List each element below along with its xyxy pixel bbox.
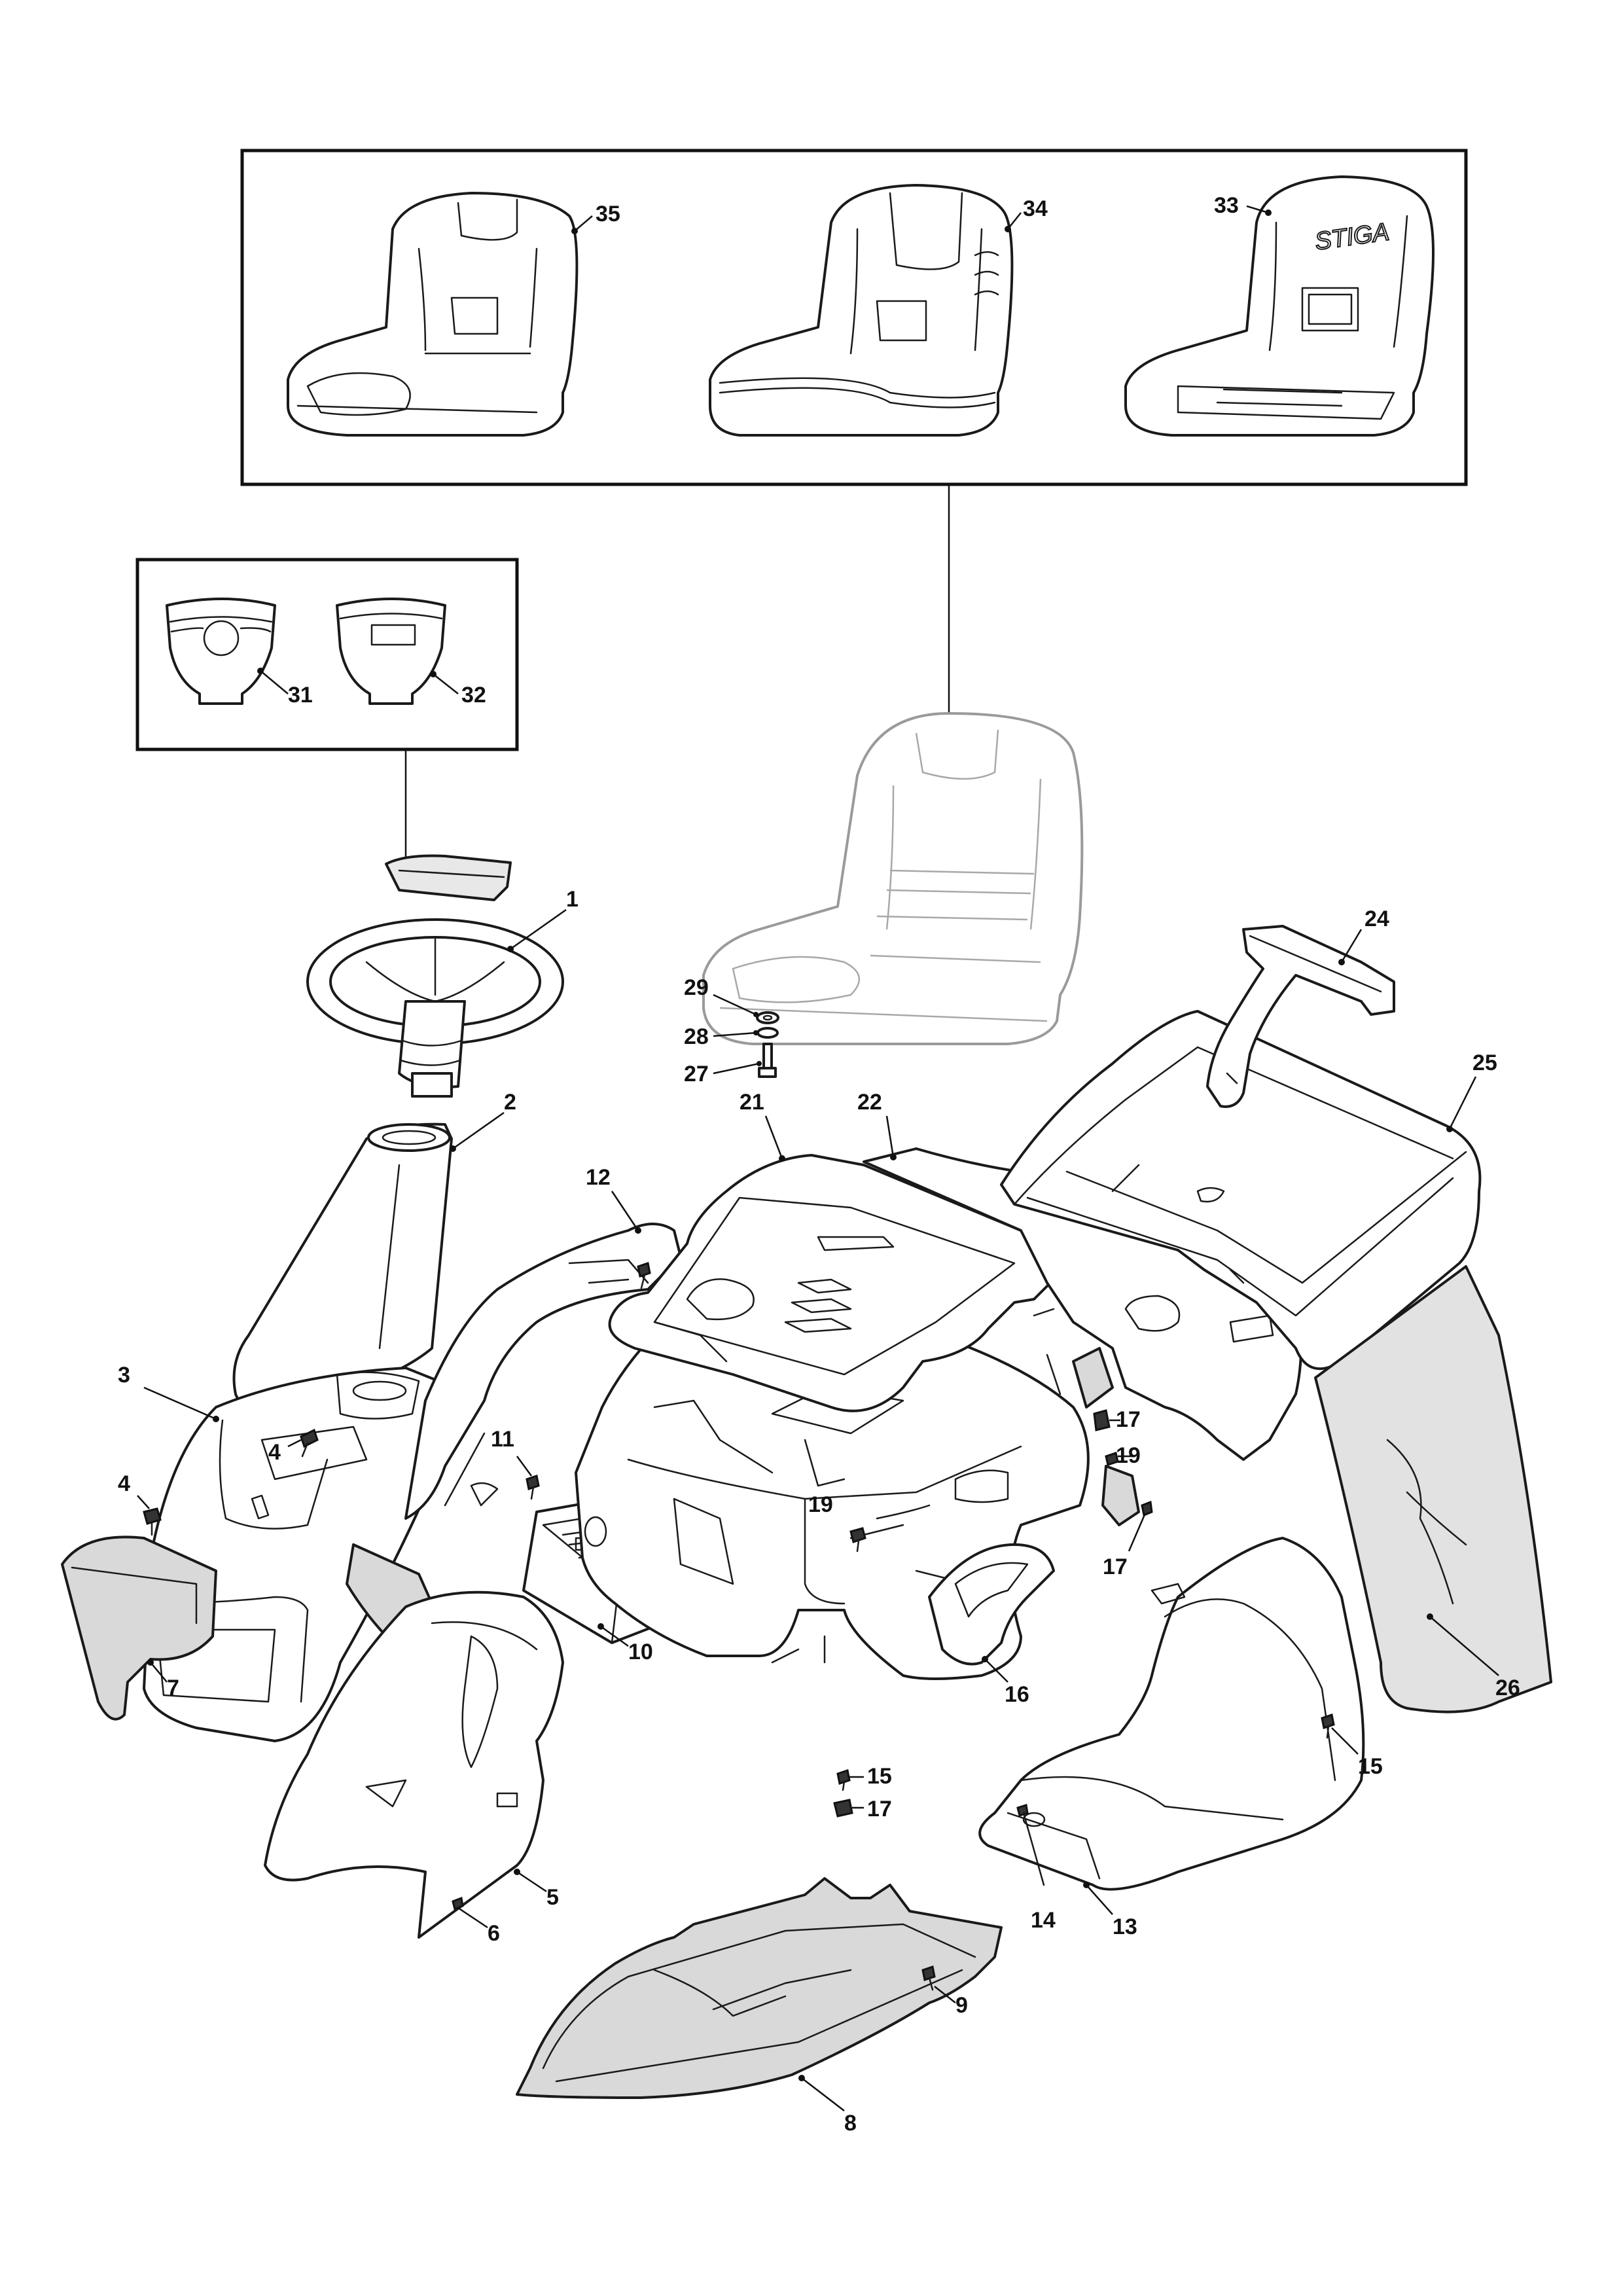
seat-33[interactable]: STIGA bbox=[1124, 175, 1435, 437]
clip-17-upper[interactable] bbox=[1093, 1409, 1111, 1431]
front-panel-part[interactable] bbox=[61, 1535, 217, 1721]
screw-11[interactable] bbox=[470, 1475, 540, 1507]
fender-screw[interactable] bbox=[637, 1262, 651, 1289]
callout-19-right: 19 bbox=[1116, 1443, 1141, 1468]
floor-mat-part[interactable] bbox=[608, 1154, 1054, 1412]
screw-4-console[interactable] bbox=[300, 1428, 319, 1458]
screw-9[interactable] bbox=[921, 1965, 936, 1991]
callout-3: 3 bbox=[118, 1363, 130, 1388]
screw-14[interactable] bbox=[1016, 1804, 1045, 1886]
callout-8: 8 bbox=[844, 2111, 857, 2136]
washer-28[interactable] bbox=[757, 1027, 779, 1039]
callout-17-upper: 17 bbox=[1116, 1407, 1141, 1432]
bolt-27[interactable] bbox=[758, 1043, 777, 1078]
callout-6: 6 bbox=[488, 1921, 500, 1946]
steering-column-cover-part[interactable] bbox=[232, 1122, 453, 1410]
callout-13: 13 bbox=[1113, 1914, 1137, 1939]
callout-19-center: 19 bbox=[808, 1492, 833, 1517]
screw-19-right[interactable] bbox=[1105, 1452, 1119, 1466]
steering-cover-options-frame: 31 32 bbox=[135, 558, 519, 864]
callout-9: 9 bbox=[955, 1993, 968, 2018]
rear-right-fender-part[interactable] bbox=[978, 1537, 1365, 1891]
callout-12: 12 bbox=[586, 1165, 611, 1190]
steering-cover-part[interactable] bbox=[385, 854, 512, 901]
callout-4-console: 4 bbox=[268, 1440, 281, 1465]
right-fender-part[interactable] bbox=[928, 1543, 1055, 1666]
seat-options-frame: 35 34 STIGA 33 bbox=[240, 149, 1468, 717]
callout-32: 32 bbox=[461, 683, 486, 708]
callout-34: 34 bbox=[1023, 196, 1048, 221]
steering-wheel-part[interactable] bbox=[306, 918, 564, 1098]
under-tray-part[interactable] bbox=[516, 1877, 1003, 2099]
callout-16: 16 bbox=[1005, 1682, 1029, 1707]
seat-35[interactable] bbox=[287, 192, 579, 437]
callout-15-center: 15 bbox=[867, 1764, 892, 1789]
collector-bag-part[interactable] bbox=[1314, 1265, 1552, 1713]
screw-4-left[interactable] bbox=[143, 1507, 162, 1536]
seat-position-reference bbox=[702, 712, 1084, 1045]
callout-7: 7 bbox=[167, 1676, 179, 1700]
clip-17-center[interactable] bbox=[833, 1799, 853, 1818]
callout-25: 25 bbox=[1472, 1050, 1497, 1075]
seat-34[interactable] bbox=[709, 184, 1014, 437]
callout-5: 5 bbox=[546, 1885, 559, 1910]
callout-10: 10 bbox=[628, 1640, 653, 1664]
callout-33: 33 bbox=[1214, 193, 1239, 218]
callout-11: 11 bbox=[491, 1427, 514, 1452]
callout-17-right: 17 bbox=[1103, 1554, 1128, 1579]
screw-15-center[interactable] bbox=[836, 1769, 851, 1791]
collector-handle-part[interactable] bbox=[1206, 925, 1395, 1108]
callout-1: 1 bbox=[566, 887, 579, 912]
callout-35: 35 bbox=[596, 202, 620, 226]
callout-4-left: 4 bbox=[118, 1471, 130, 1496]
callout-28: 28 bbox=[684, 1024, 709, 1049]
callout-27: 27 bbox=[684, 1062, 709, 1086]
callout-21: 21 bbox=[740, 1090, 764, 1115]
callout-2: 2 bbox=[504, 1090, 516, 1115]
callout-17-center: 17 bbox=[867, 1797, 892, 1821]
bracket-17-right[interactable] bbox=[1101, 1465, 1153, 1526]
steering-cover-32[interactable] bbox=[336, 598, 446, 705]
steering-cover-31[interactable] bbox=[166, 598, 276, 705]
callout-15-right: 15 bbox=[1358, 1754, 1383, 1779]
collector-lid-part[interactable] bbox=[1000, 1010, 1482, 1371]
callout-24: 24 bbox=[1364, 906, 1389, 931]
inner-wheel-guard-part[interactable] bbox=[264, 1590, 564, 1939]
clip-6[interactable] bbox=[452, 1896, 464, 1911]
callout-31: 31 bbox=[288, 683, 313, 708]
screw-19-center[interactable] bbox=[849, 1527, 866, 1552]
washer-29[interactable] bbox=[756, 1011, 779, 1024]
callout-14: 14 bbox=[1031, 1908, 1056, 1933]
screw-15-right[interactable] bbox=[1321, 1713, 1335, 1739]
callout-22: 22 bbox=[857, 1090, 882, 1115]
left-fender-part[interactable] bbox=[404, 1223, 682, 1520]
callout-29: 29 bbox=[684, 975, 709, 1000]
callout-26: 26 bbox=[1495, 1676, 1520, 1700]
